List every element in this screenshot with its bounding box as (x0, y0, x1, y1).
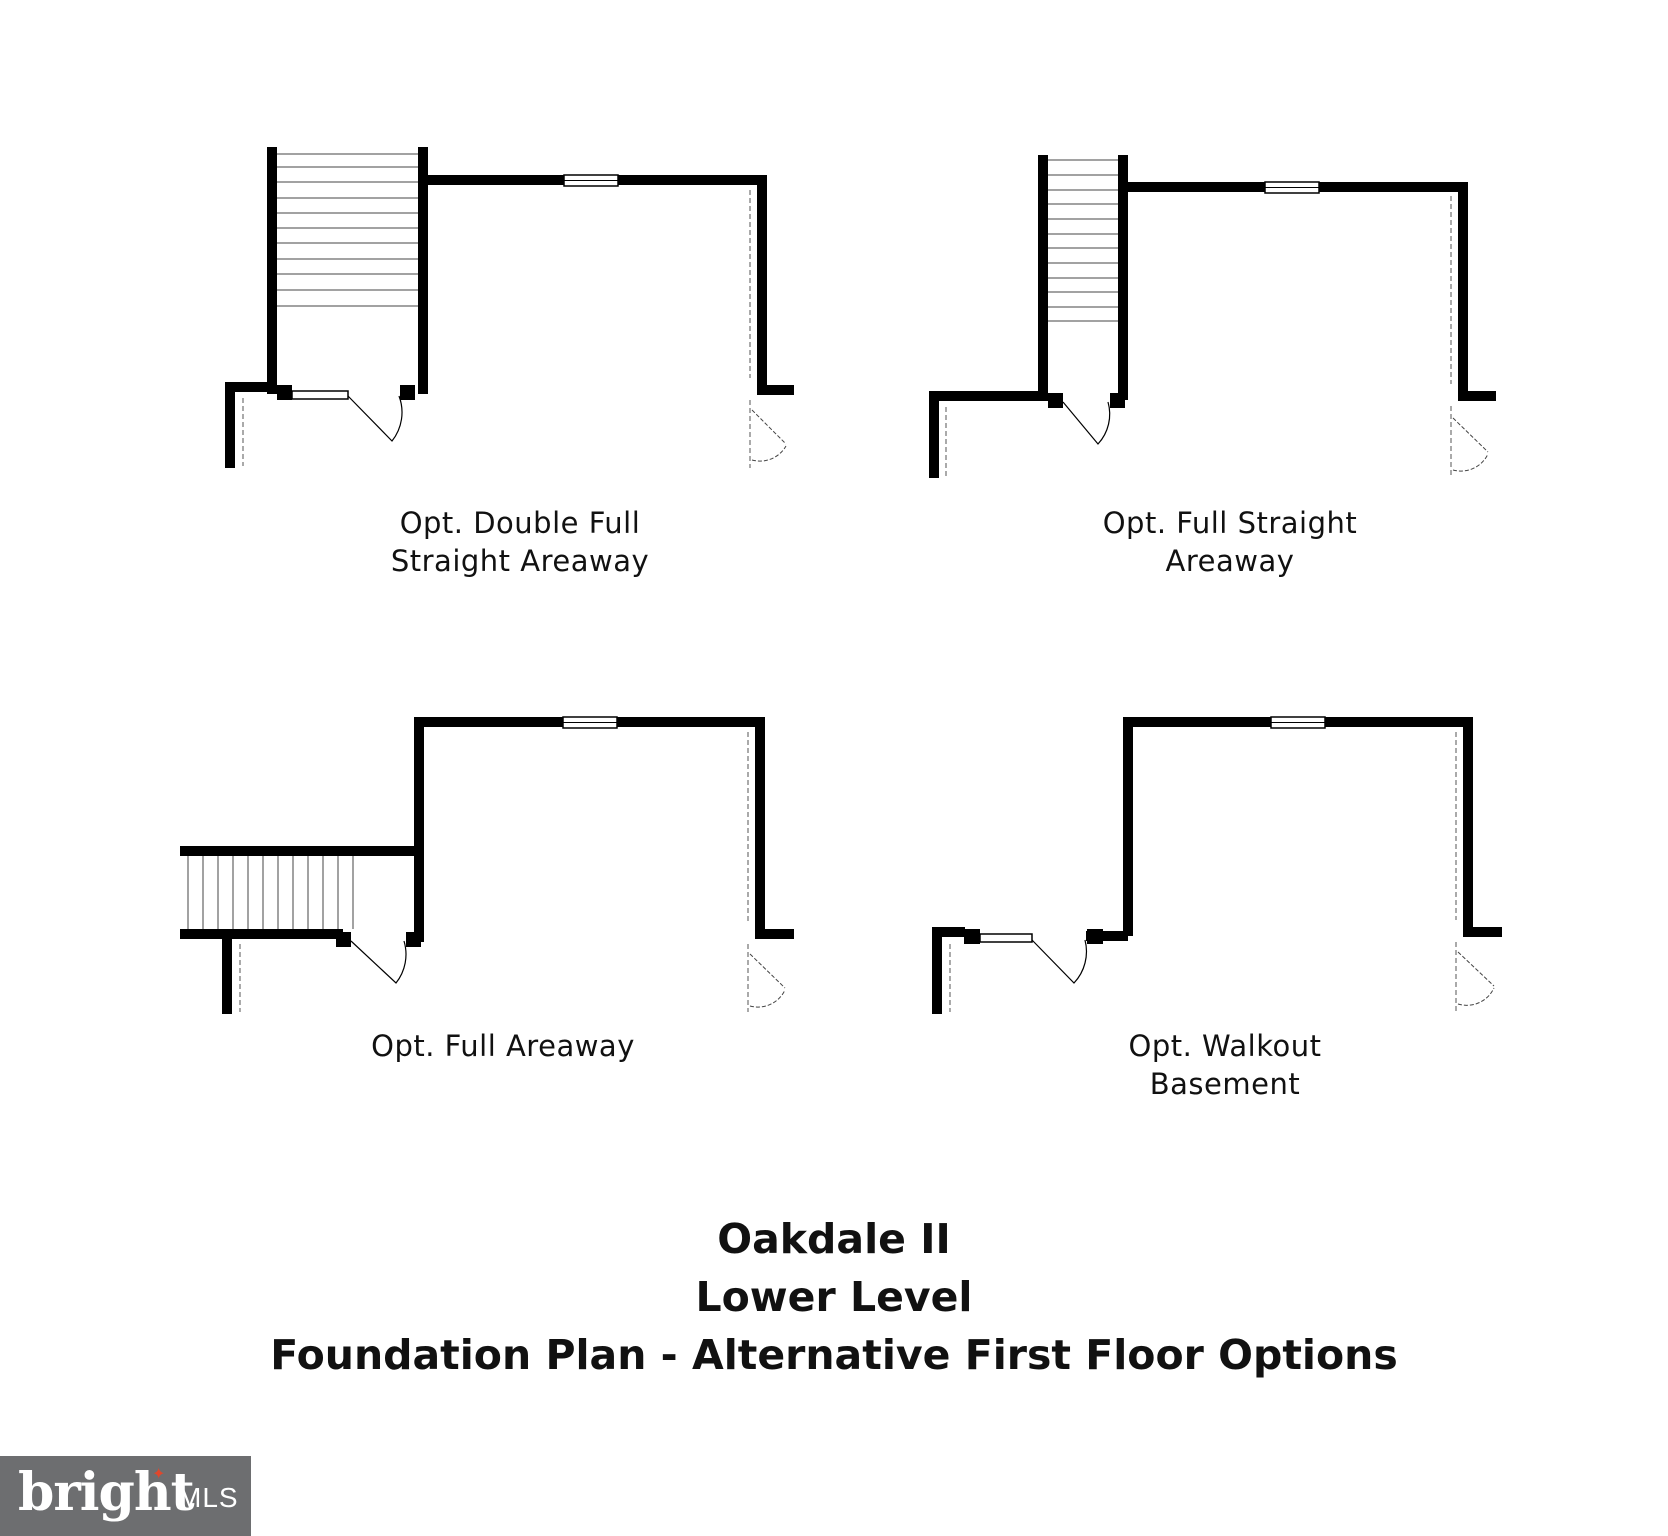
title-line-1: Oakdale II (717, 1215, 951, 1263)
plan1-door-jamb-right (400, 385, 415, 400)
bright-mls-watermark: bright ✦ MLS (0, 1456, 251, 1536)
plan1-door-swing (347, 395, 403, 442)
plan3-door-swing (350, 940, 407, 984)
plan1-main-walls (418, 175, 794, 395)
diagram-title: Oakdale II Lower Level Foundation Plan -… (0, 1210, 1668, 1384)
plan1-stair-treads (277, 153, 418, 307)
plan4-main-walls (1123, 717, 1502, 937)
plan4-door-jamb-right (1087, 929, 1103, 944)
plan4-slider (979, 933, 1033, 943)
plan1-slider (291, 390, 349, 400)
plan2-door-swing (1062, 401, 1111, 445)
plan-label-double-full-straight-areaway: Opt. Double Full Straight Areaway (330, 504, 710, 580)
plan4-right-door-swing (1457, 951, 1495, 1006)
plan-full-areaway (180, 716, 794, 1014)
plan-label-full-areaway: Opt. Full Areaway (313, 1027, 693, 1065)
plan4-door-swing (1031, 939, 1088, 984)
title-line-3: Foundation Plan - Alternative First Floo… (270, 1331, 1398, 1379)
plan3-door-jamb-left (336, 932, 351, 947)
plan2-door-jamb-right (1110, 393, 1125, 408)
watermark-brand: bright (18, 1462, 195, 1523)
plan-walkout-basement (932, 716, 1502, 1014)
plan2-stair-treads (1048, 159, 1118, 322)
plan-label-line: Opt. Full Straight (1102, 506, 1358, 540)
plan3-stair-treads (187, 856, 354, 929)
plan2-main-walls (1118, 182, 1496, 401)
plan3-right-door-swing (749, 953, 786, 1008)
plan2-right-door-swing (1452, 417, 1489, 472)
plan2-lower-left-wall (929, 391, 1048, 478)
plan-label-full-straight-areaway: Opt. Full Straight Areaway (1040, 504, 1420, 580)
plan-label-walkout-basement: Opt. Walkout Basement (1035, 1027, 1415, 1103)
plan-label-line: Basement (1149, 1067, 1301, 1101)
plan3-door-jamb-right (406, 932, 421, 947)
watermark-star-icon: ✦ (152, 1464, 166, 1483)
plan-label-line: Opt. Walkout (1128, 1029, 1322, 1063)
plan1-door-jamb-left (277, 385, 292, 400)
plan1-right-door-swing (751, 409, 787, 462)
plan2-door-jamb-left (1048, 393, 1063, 408)
plan-label-line: Opt. Double Full (399, 506, 641, 540)
plan1-lower-left-wall (225, 382, 277, 468)
plan-double-full-straight-areaway (225, 147, 794, 468)
plan3-main-walls (414, 717, 794, 942)
plan4-lower-left-wall (932, 927, 965, 1014)
plan-label-line: Areaway (1165, 544, 1295, 578)
plan-label-line: Opt. Full Areaway (371, 1029, 635, 1063)
plan-label-line: Straight Areaway (390, 544, 650, 578)
watermark-suffix: MLS (178, 1482, 239, 1513)
title-line-2: Lower Level (695, 1273, 973, 1321)
plan4-door-jamb-left (964, 929, 980, 944)
plan-full-straight-areaway (929, 155, 1496, 478)
